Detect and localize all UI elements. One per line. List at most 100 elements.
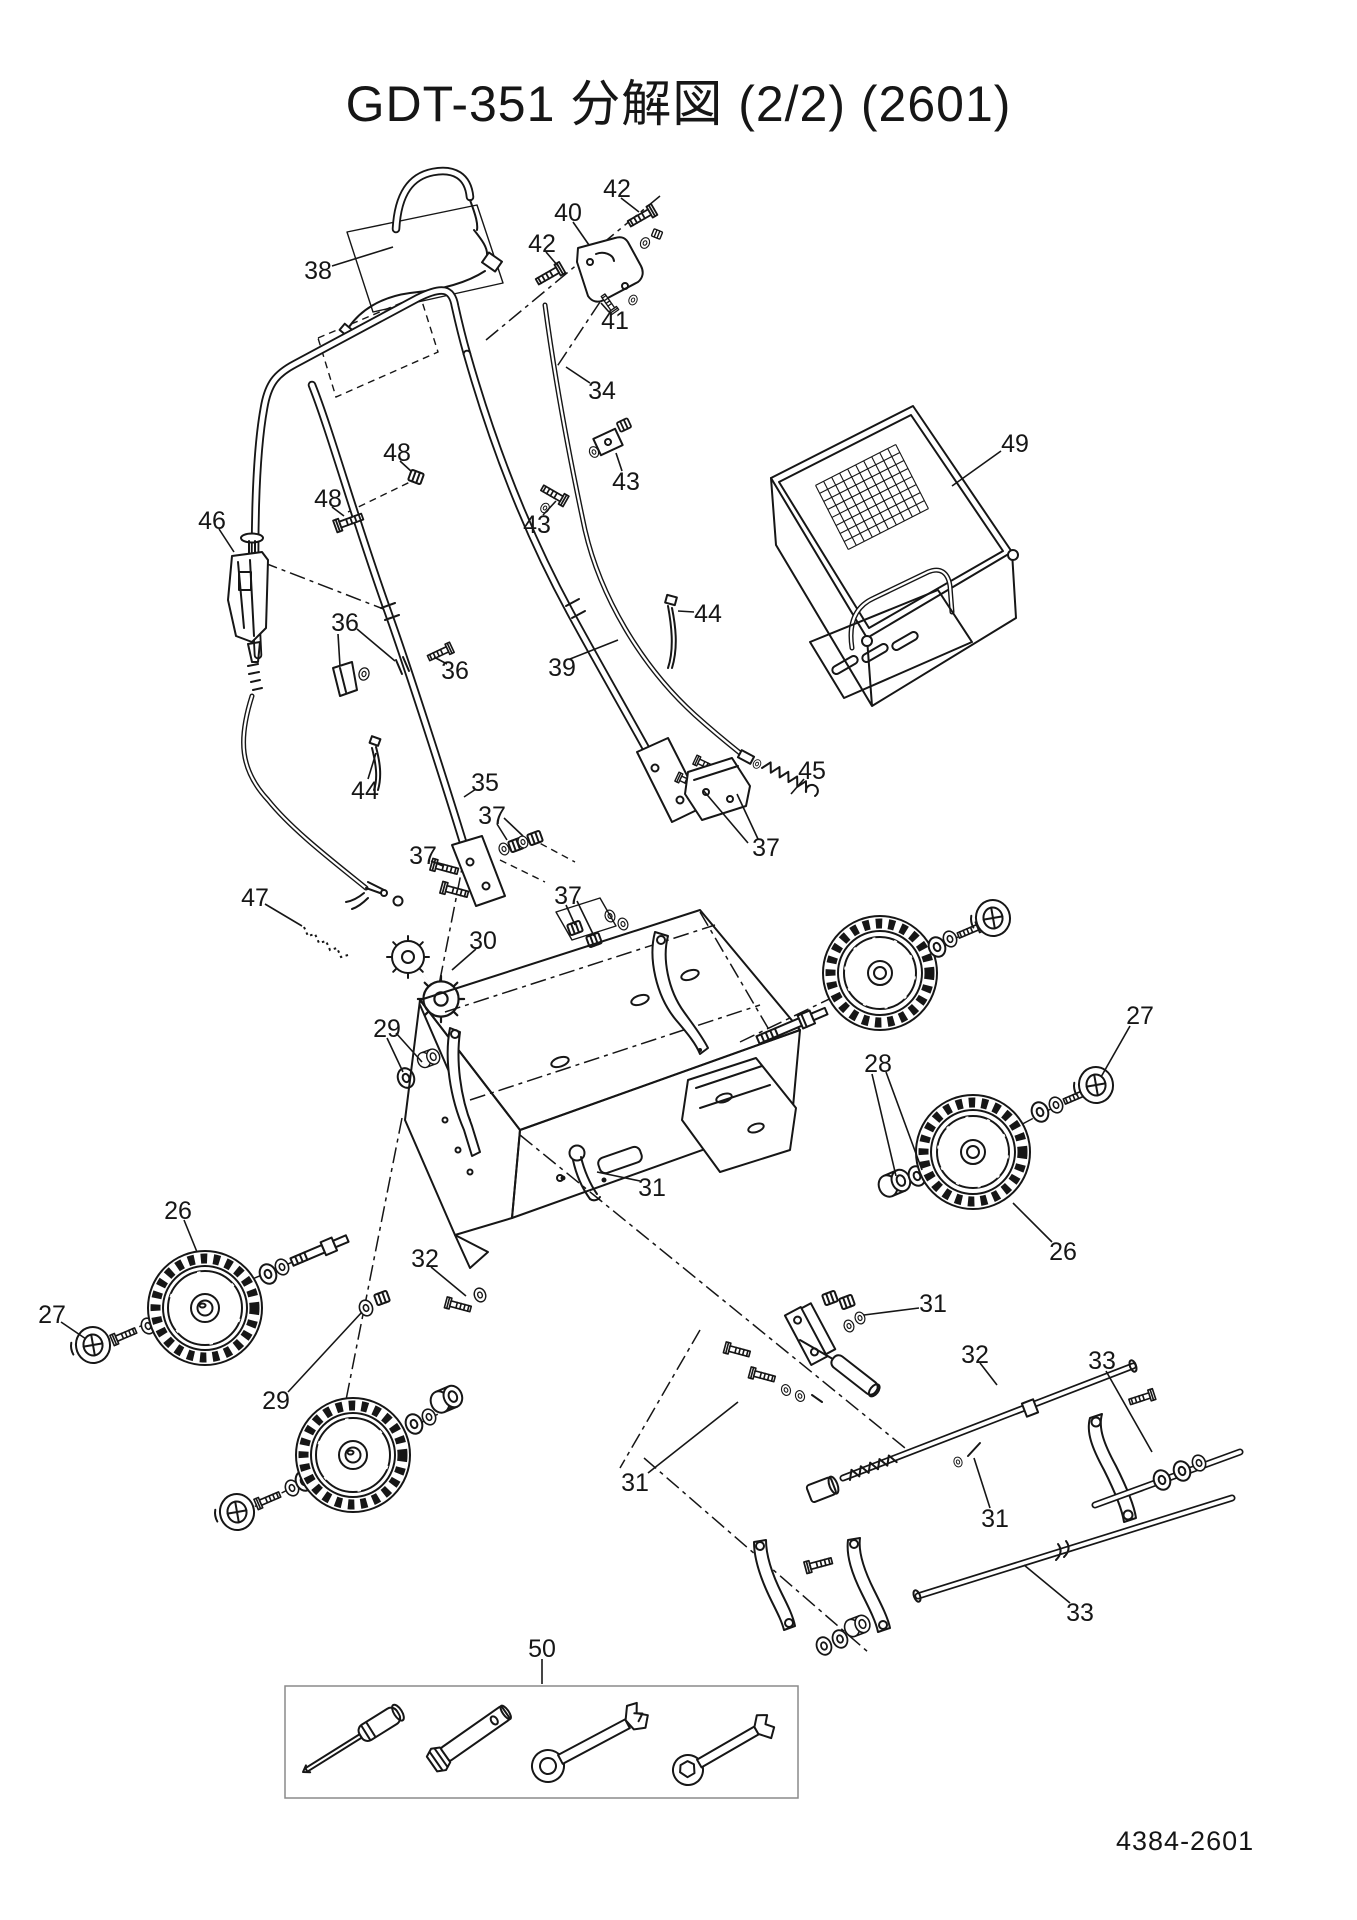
callout-48: 48 (314, 485, 345, 517)
svg-text:35: 35 (471, 769, 499, 797)
box-spanner-icon (425, 1704, 512, 1773)
svg-text:30: 30 (469, 927, 497, 955)
svg-text:29: 29 (373, 1015, 401, 1043)
lower-handle-left (307, 380, 506, 907)
svg-text:37: 37 (409, 842, 437, 870)
callout-42: 42 (603, 175, 640, 213)
callout-37: 37 (554, 882, 595, 937)
svg-text:43: 43 (612, 468, 640, 496)
callout-32: 32 (411, 1245, 467, 1297)
callout-43: 43 (612, 452, 640, 496)
callout-45: 45 (790, 757, 826, 795)
callout-layer: 38 42 40 42 41 34 49 48 48 43 43 46 44 36 36 39 44 35 45 37… (38, 175, 1154, 1684)
callout-42: 42 (528, 230, 559, 267)
svg-text:26: 26 (164, 1197, 192, 1225)
svg-text:40: 40 (554, 199, 582, 227)
callout-31: 31 (973, 1457, 1009, 1533)
callout-35: 35 (463, 769, 499, 798)
svg-text:37: 37 (554, 882, 582, 910)
svg-text:31: 31 (638, 1174, 666, 1202)
deck-mount-bolts (429, 754, 751, 949)
svg-text:46: 46 (198, 507, 226, 535)
callout-32: 32 (961, 1341, 998, 1386)
callout-31: 31 (621, 1401, 739, 1497)
deck-bolt-32 (443, 1285, 489, 1316)
callout-27: 27 (1100, 1002, 1154, 1078)
callout-29: 29 (262, 1311, 363, 1415)
callout-48: 48 (383, 439, 413, 473)
callout-27: 27 (38, 1301, 87, 1340)
throttle-lever (227, 532, 404, 910)
page-title: GDT-351 分解図 (2/2) (2601) (345, 76, 1012, 132)
callout-33: 33 (1023, 1564, 1094, 1627)
wheel-left-lower (211, 1381, 467, 1535)
svg-text:31: 31 (621, 1469, 649, 1497)
svg-text:28: 28 (864, 1050, 892, 1078)
svg-text:48: 48 (314, 485, 342, 513)
svg-text:32: 32 (411, 1245, 439, 1273)
svg-text:42: 42 (528, 230, 556, 258)
upper-handle (250, 286, 472, 660)
callout-26: 26 (164, 1197, 198, 1253)
callout-26: 26 (1012, 1202, 1077, 1266)
callout-31: 31 (596, 1171, 666, 1202)
callout-37: 37 (478, 802, 524, 841)
svg-text:31: 31 (919, 1290, 947, 1318)
knob-assembly (386, 935, 466, 1024)
main-deck (404, 909, 801, 1269)
wheel-right-lower (874, 1063, 1117, 1209)
svg-text:39: 39 (548, 654, 576, 682)
svg-text:36: 36 (331, 609, 359, 637)
callout-44: 44 (677, 600, 722, 628)
svg-text:27: 27 (1126, 1002, 1154, 1030)
svg-text:42: 42 (603, 175, 631, 203)
svg-text:32: 32 (961, 1341, 989, 1369)
svg-text:26: 26 (1049, 1238, 1077, 1266)
callout-44: 44 (351, 752, 379, 805)
svg-text:44: 44 (694, 600, 722, 628)
callout-30: 30 (451, 927, 497, 971)
spring-47 (303, 926, 349, 959)
projection-lines (83, 195, 1103, 1653)
grass-catcher (770, 405, 1019, 707)
svg-text:36: 36 (441, 657, 469, 685)
svg-text:33: 33 (1088, 1347, 1116, 1375)
svg-text:45: 45 (798, 757, 826, 785)
callout-49: 49 (951, 430, 1029, 487)
callout-38: 38 (304, 246, 394, 285)
callout-46: 46 (198, 507, 235, 553)
callout-37: 37 (702, 789, 780, 862)
svg-text:37: 37 (478, 802, 506, 830)
callout-29: 29 (373, 1015, 423, 1073)
wheel-left-upper (67, 1234, 391, 1366)
svg-text:43: 43 (523, 511, 551, 539)
callout-37: 37 (409, 842, 444, 870)
screwdriver-icon (302, 1703, 405, 1774)
svg-text:44: 44 (351, 777, 379, 805)
svg-text:29: 29 (262, 1387, 290, 1415)
callout-41: 41 (600, 302, 629, 335)
svg-text:37: 37 (752, 834, 780, 862)
height-adjust-assembly (722, 1289, 1244, 1658)
svg-text:48: 48 (383, 439, 411, 467)
callout-31: 31 (863, 1290, 947, 1318)
callout-36: 36 (331, 609, 396, 667)
clutch-cable (542, 302, 819, 797)
wheel-right-upper (755, 896, 1014, 1045)
callout-39: 39 (548, 639, 619, 682)
svg-text:41: 41 (601, 307, 629, 335)
svg-text:34: 34 (588, 377, 616, 405)
svg-text:33: 33 (1066, 1599, 1094, 1627)
svg-text:47: 47 (241, 884, 269, 912)
document-number: 4384-2601 (1116, 1826, 1255, 1856)
callout-50: 50 (528, 1635, 556, 1684)
cable-bracket-hardware (533, 203, 664, 316)
svg-text:27: 27 (38, 1301, 66, 1329)
svg-text:50: 50 (528, 1635, 556, 1663)
callout-47: 47 (241, 884, 303, 927)
wiring-harness (338, 166, 504, 338)
lower-handle-right (462, 349, 704, 823)
svg-text:49: 49 (1001, 430, 1029, 458)
callout-40: 40 (554, 199, 590, 246)
